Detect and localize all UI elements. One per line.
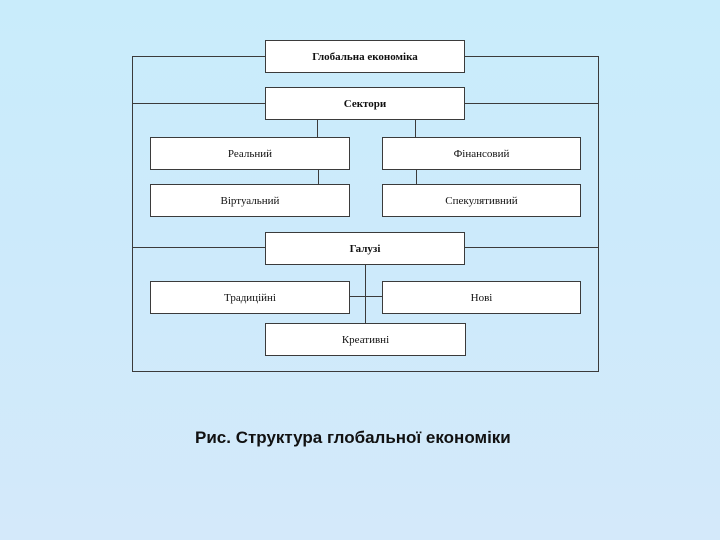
industry-traditional-box: Традиційні [150, 281, 350, 314]
sector-speculative-box: Спекулятивний [382, 184, 581, 217]
sector-financial-box: Фінансовий [382, 137, 581, 170]
sectors-box: Сектори [265, 87, 465, 120]
figure-caption: Рис. Структура глобальної економіки [195, 428, 511, 447]
sector-virtual-box: Віртуальний [150, 184, 350, 217]
industry-creative-box: Креативні [265, 323, 466, 356]
industry-new-box: Нові [382, 281, 581, 314]
industries-box: Галузі [265, 232, 465, 265]
root-box: Глобальна економіка [265, 40, 465, 73]
sector-real-box: Реальний [150, 137, 350, 170]
